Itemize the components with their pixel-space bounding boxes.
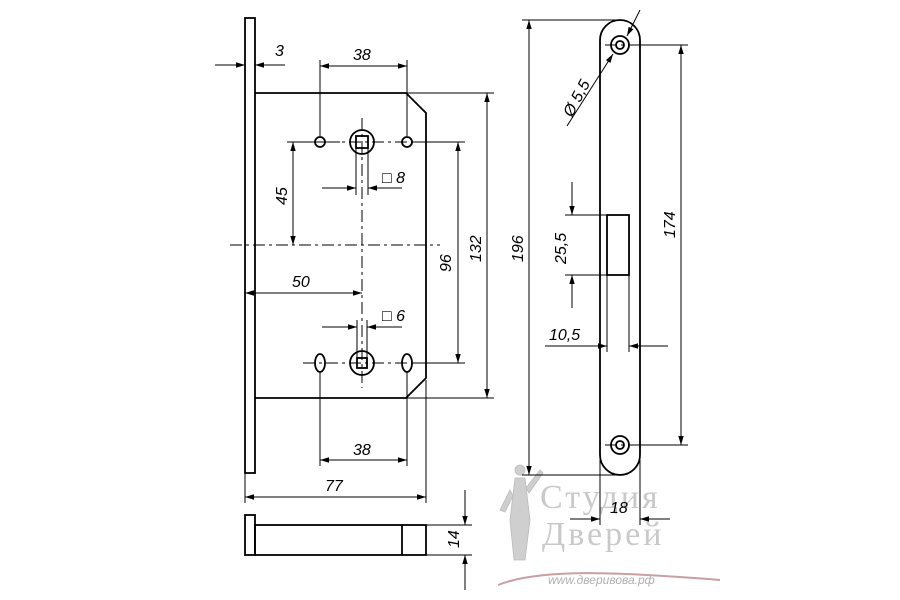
watermark: Студия Дверей www.дверивова.рф — [497, 464, 721, 587]
dim-square-top: □ 8 — [382, 170, 405, 187]
bottom-view: 14 — [244, 490, 472, 590]
latch-window — [606, 214, 630, 276]
dim-hole-diameter: Ø 5,5 — [560, 77, 594, 121]
watermark-site: www.дверивова.рф — [548, 573, 655, 587]
watermark-figure-icon — [499, 464, 544, 561]
dim-backset: 50 — [292, 274, 310, 291]
faceplate-view: Ø 5,5 196 25,5 10,5 174 18 — [510, 9, 688, 525]
dim-thickness: 14 — [446, 530, 463, 548]
watermark-line-1: Студия — [540, 479, 661, 516]
watermark-line-2: Дверей — [542, 516, 664, 553]
dim-faceplate-width: 18 — [610, 500, 628, 517]
front-view: 3 38 45 □ 8 50 □ 6 38 77 — [215, 17, 494, 503]
dim-mount-holes-spacing: 174 — [662, 211, 679, 238]
dim-latch-height: 25,5 — [553, 233, 570, 265]
dim-spindle-to-axis: 45 — [274, 187, 291, 205]
dim-square-bottom: □ 6 — [382, 308, 405, 325]
dim-total-width: 77 — [325, 478, 344, 495]
dim-top-holes-spacing: 38 — [353, 47, 371, 64]
faceplate-outline — [599, 19, 641, 476]
dim-bottom-holes-spacing: 38 — [353, 442, 371, 459]
dim-faceplate-length: 196 — [510, 235, 527, 262]
dim-plate-thickness: 3 — [275, 43, 284, 60]
dim-body-height: 132 — [468, 235, 485, 262]
dim-center-distance: 96 — [438, 254, 455, 272]
dim-latch-offset: 10,5 — [549, 327, 580, 344]
